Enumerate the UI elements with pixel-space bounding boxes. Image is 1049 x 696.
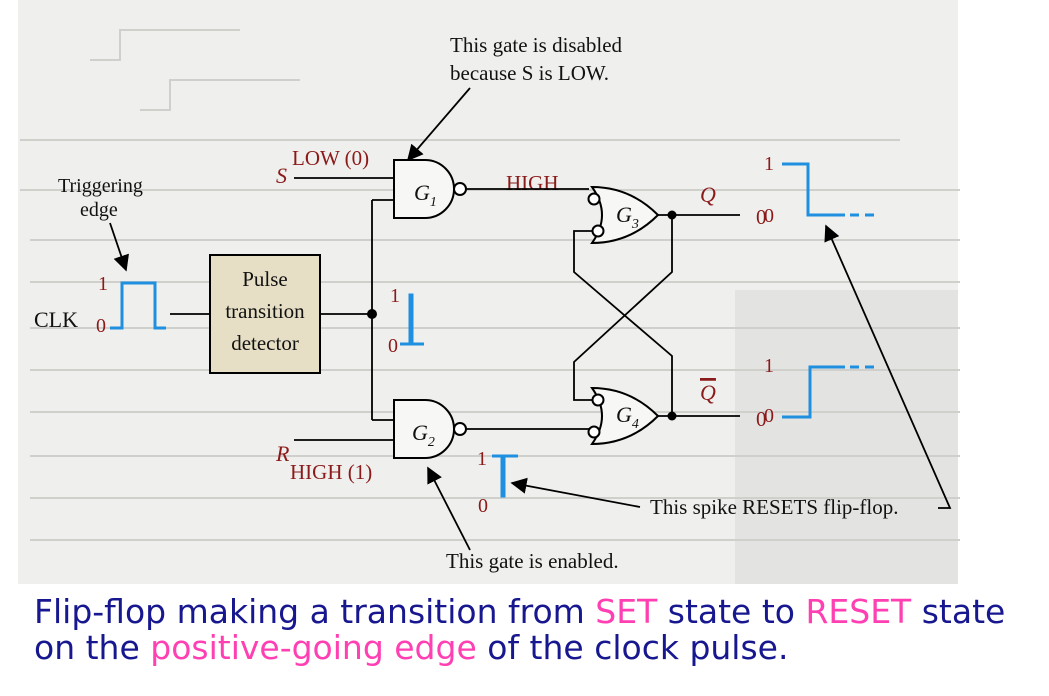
gate-g2-bubble — [453, 422, 467, 436]
note-gate-disabled-line2: because S is LOW. — [450, 61, 609, 85]
gate-g4 — [590, 386, 660, 446]
clk-low-label: 0 — [96, 315, 106, 337]
s-level-label: LOW (0) — [292, 146, 369, 170]
gate-g3-bubble-bottom — [591, 224, 605, 238]
ghost-background-text — [20, 29, 960, 541]
caption-set-word: SET — [595, 592, 658, 631]
figure-caption: Flip-flop making a transition from SET s… — [34, 594, 1044, 666]
caption-part3: state on the — [34, 592, 1006, 667]
clk-high-label: 1 — [98, 273, 108, 295]
caption-part4: of the clock pulse. — [476, 628, 789, 667]
g1-output-level: HIGH — [506, 171, 559, 195]
note-gate-enabled: This gate is enabled. — [446, 549, 619, 573]
note-resets-flip-flop: This spike RESETS flip-flop. — [650, 495, 899, 519]
arrow-to-bottom-spike — [510, 477, 641, 508]
triggering-edge-arrow — [109, 222, 129, 272]
detector-label-line3: detector — [231, 331, 299, 355]
qbar-wave-high-label: 1 — [764, 355, 774, 377]
caption-reset-word: RESET — [805, 592, 912, 631]
gate-g4-label: G4 — [616, 402, 639, 432]
qbar-wave-low-label: 0 — [764, 405, 774, 427]
detector-label-line2: transition — [225, 299, 305, 323]
pulse-transition-detector — [209, 254, 321, 374]
g3-output-dot — [667, 210, 677, 220]
spike-mid-low-label: 0 — [388, 335, 398, 357]
caption-edge-phrase: positive-going edge — [150, 628, 477, 667]
qbar-value: 0 — [756, 407, 767, 431]
q-label: Q — [700, 182, 716, 207]
arrow-to-q-waveform — [824, 224, 952, 509]
clk-label: CLK — [34, 307, 78, 332]
spike-bottom-low-label: 0 — [478, 495, 488, 517]
flip-flop-diagram: This gate is disabled because S is LOW. … — [18, 0, 960, 584]
gate-g3-bubble-top — [587, 192, 601, 206]
triggering-edge-label-line1: Triggering — [58, 175, 143, 197]
q-wave-high-label: 1 — [764, 153, 774, 175]
caption-part2: state to — [657, 592, 806, 631]
spike-mid-high-label: 1 — [390, 285, 400, 307]
gate-g2-label: G2 — [412, 420, 435, 450]
gate-g3 — [590, 185, 660, 245]
note-gate-disabled-line1: This gate is disabled — [450, 33, 623, 57]
detector-label-line1: Pulse — [242, 267, 288, 291]
g4-output-dot — [667, 411, 677, 421]
clk-waveform — [110, 281, 166, 330]
r-level-label: HIGH (1) — [290, 460, 372, 484]
spike-mid-waveform — [400, 293, 424, 346]
spike-bottom-waveform — [492, 454, 518, 498]
caption-part1: Flip-flop making a transition from — [34, 592, 596, 631]
qbar-waveform — [782, 365, 845, 419]
q-waveform — [782, 162, 845, 217]
q-wave-low-label: 0 — [764, 205, 774, 227]
q-value: 0 — [756, 205, 767, 229]
junction-dot — [367, 309, 377, 319]
page-background-right — [735, 290, 958, 584]
s-label: S — [276, 163, 287, 188]
gate-g1-bubble — [453, 182, 467, 196]
arrow-to-g2 — [427, 466, 471, 551]
gate-g1-label: G1 — [414, 180, 437, 210]
triggering-edge-label-line2: edge — [80, 199, 118, 221]
arrow-to-g1 — [406, 87, 471, 162]
spike-bottom-high-label: 1 — [477, 448, 487, 470]
qbar-label: Q — [700, 380, 716, 405]
gate-g4-bubble-bottom — [587, 425, 601, 439]
gate-g3-label: G3 — [616, 202, 639, 232]
gate-g4-bubble-top — [591, 393, 605, 407]
r-label: R — [275, 441, 290, 466]
